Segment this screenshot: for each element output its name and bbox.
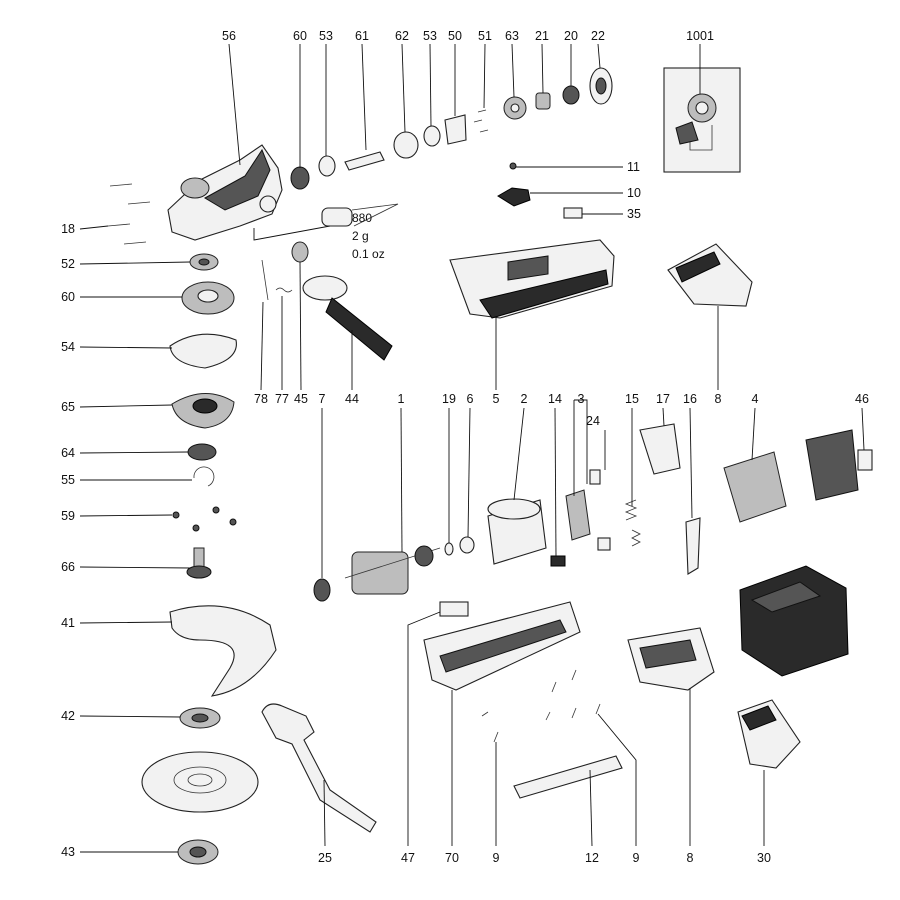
- callout-54: 54: [61, 340, 75, 354]
- callout-8-bottom: 8: [687, 851, 694, 865]
- callout-44: 44: [345, 392, 359, 406]
- callout-1: 1: [398, 392, 405, 406]
- callout-51: 51: [478, 29, 492, 43]
- part-left-column: [169, 253, 237, 579]
- grease-number: 880: [352, 211, 372, 225]
- part-5-motor-housing: [449, 239, 615, 319]
- callout-55: 55: [61, 473, 75, 487]
- part-10-11-35: [497, 162, 583, 219]
- part-43-clamp-nut: [177, 839, 219, 865]
- callout-3: 3: [578, 392, 585, 406]
- callout-6: 6: [467, 392, 474, 406]
- leader-lines: [79, 43, 865, 853]
- callout-5: 5: [493, 392, 500, 406]
- part-25-spanner: [261, 703, 377, 833]
- callout-53-left: 53: [319, 29, 333, 43]
- callout-4: 4: [752, 392, 759, 406]
- part-41-guard: [169, 605, 277, 697]
- callout-63: 63: [505, 29, 519, 43]
- callout-2: 2: [521, 392, 528, 406]
- callout-64: 64: [61, 446, 75, 460]
- callout-42: 42: [61, 709, 75, 723]
- callout-18: 18: [61, 222, 75, 236]
- callout-41: 41: [61, 616, 75, 630]
- callout-25: 25: [318, 851, 332, 865]
- part-8-rear-cover: [667, 243, 753, 307]
- callout-52: 52: [61, 257, 75, 271]
- callout-60-top: 60: [293, 29, 307, 43]
- callout-70: 70: [445, 851, 459, 865]
- callout-45: 45: [294, 392, 308, 406]
- callout-10: 10: [627, 186, 641, 200]
- callout-16: 16: [683, 392, 697, 406]
- callout-50: 50: [448, 29, 462, 43]
- callout-11: 11: [627, 160, 640, 174]
- grease-weight-oz: 0.1 oz: [352, 247, 385, 261]
- part-motor-group: [313, 498, 547, 602]
- callout-12: 12: [585, 851, 599, 865]
- callout-24: 24: [586, 414, 600, 428]
- callout-1001: 1001: [686, 29, 714, 43]
- callout-8-top: 8: [715, 392, 722, 406]
- callout-9-left: 9: [493, 851, 500, 865]
- callout-66: 66: [61, 560, 75, 574]
- callout-22: 22: [591, 29, 605, 43]
- callout-59: 59: [61, 509, 75, 523]
- callout-17: 17: [656, 392, 670, 406]
- callout-35: 35: [627, 207, 641, 221]
- callout-43: 43: [61, 845, 75, 859]
- callout-65: 65: [61, 400, 75, 414]
- callout-30: 30: [757, 851, 771, 865]
- part-lower-group: [423, 601, 801, 799]
- callout-61: 61: [355, 29, 369, 43]
- grease-note: 880 2 g 0.1 oz: [352, 211, 385, 261]
- callout-20: 20: [564, 29, 578, 43]
- part-42-flange: [179, 707, 221, 729]
- callout-9-right: 9: [633, 851, 640, 865]
- part-spindle-group: [290, 67, 613, 190]
- callout-21: 21: [535, 29, 549, 43]
- callout-19: 19: [442, 392, 456, 406]
- part-grinding-disc: [141, 751, 259, 813]
- callout-62: 62: [395, 29, 409, 43]
- callout-15: 15: [625, 392, 639, 406]
- callout-7: 7: [319, 392, 326, 406]
- part-18-screws: [107, 183, 151, 245]
- part-electronics-group: [550, 423, 873, 575]
- part-battery-pack: [739, 565, 849, 677]
- part-56-gear-housing: [167, 144, 283, 241]
- callout-77: 77: [275, 392, 289, 406]
- grease-weight-g: 2 g: [352, 229, 369, 243]
- part-880-grease-tube: [321, 203, 399, 227]
- callout-56: 56: [222, 29, 236, 43]
- callout-78: 78: [254, 392, 268, 406]
- callout-47: 47: [401, 851, 415, 865]
- callout-53-right: 53: [423, 29, 437, 43]
- callout-14: 14: [548, 392, 562, 406]
- callout-labels: 56 60 53 61 62 53 50 51 63 21 20 22 1001…: [61, 29, 869, 865]
- callout-46: 46: [855, 392, 869, 406]
- part-1001-inset: [663, 67, 741, 173]
- callout-60-left: 60: [61, 290, 75, 304]
- part-handle-group: [261, 241, 393, 361]
